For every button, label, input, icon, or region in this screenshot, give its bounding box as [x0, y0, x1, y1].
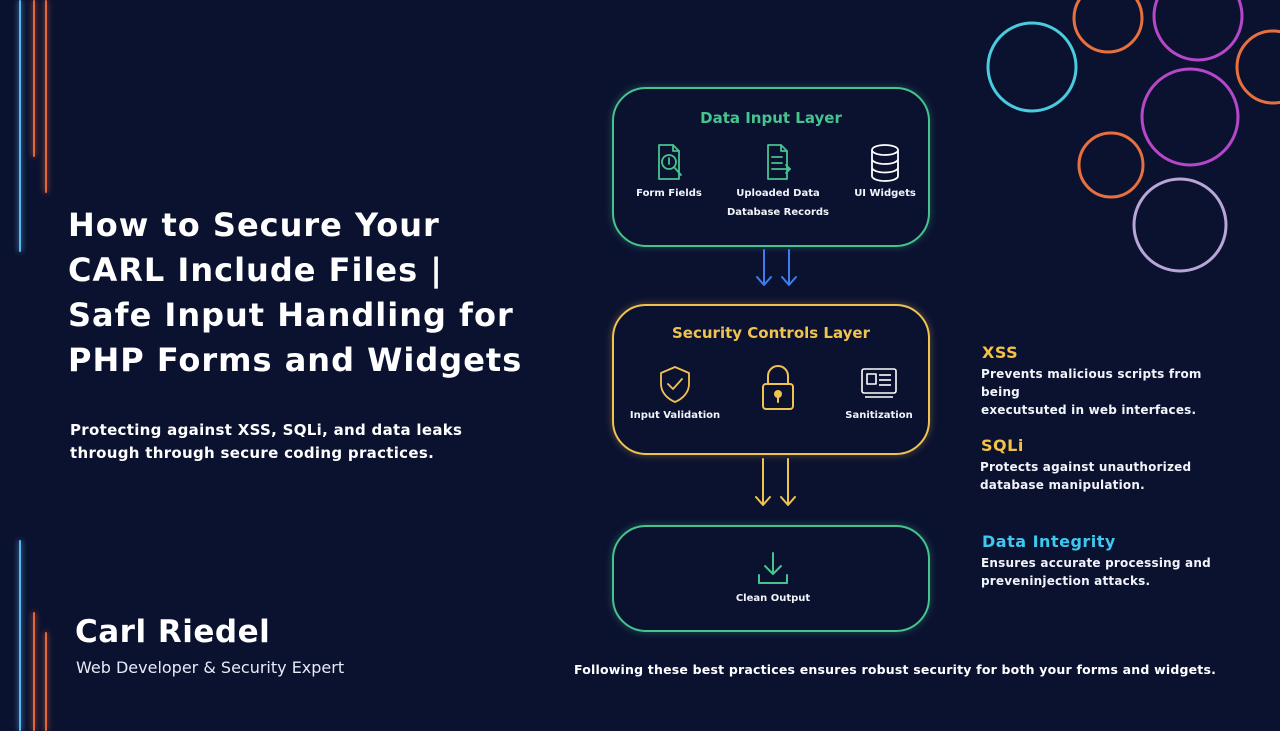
decor-line-orange-bottom-2 [45, 632, 47, 731]
item-clean-output: Clean Output [718, 549, 828, 608]
form-search-icon [658, 144, 682, 180]
benefit-text-sqli-line2: database manipulation. [980, 478, 1145, 492]
benefit-text-data-integrity: Ensures accurate processing and prevenin… [981, 554, 1241, 590]
benefit-text-xss-line2: executsuted in web interfaces. [981, 403, 1197, 417]
ui-widgets-label: UI Widgets [854, 188, 916, 199]
decor-line-cyan-top [19, 0, 21, 252]
decor-circles [986, 0, 1280, 273]
benefit-text-sqli: Protects against unauthorized database m… [980, 458, 1240, 494]
item-uploaded-data: Uploaded Data Database Records [723, 142, 833, 222]
decor-line-orange-top-2 [45, 0, 47, 193]
download-icon [758, 552, 788, 584]
author-role: Web Developer & Security Expert [76, 658, 345, 677]
benefit-text-xss: Prevents malicious scripts from being ex… [981, 365, 1241, 419]
benefit-title-data-integrity: Data Integrity [982, 532, 1116, 551]
document-arrow-icon [767, 144, 791, 180]
security-controls-layer: Security Controls Layer Input Validation… [612, 304, 930, 455]
sanitization-label: Sanitization [845, 410, 913, 421]
monitor-card-icon [861, 368, 897, 398]
benefit-title-sqli: SQLi [981, 436, 1024, 455]
benefit-text-sqli-line1: Protects against unauthorized [980, 460, 1192, 474]
security-controls-layer-title: Security Controls Layer [672, 324, 870, 342]
clean-output-label: Clean Output [735, 593, 811, 604]
database-records-label: Database Records [726, 207, 830, 218]
page-title: How to Secure Your CARL Include Files | … [68, 206, 523, 379]
benefit-text-data-integrity-line2: preveninjection attacks. [981, 574, 1151, 588]
arrows-input-to-security [756, 249, 797, 286]
data-input-layer-title: Data Input Layer [700, 109, 842, 127]
decor-line-cyan-bottom [19, 540, 21, 731]
item-form-fields: Form Fields [614, 142, 724, 203]
clean-output-layer: Clean Output [612, 525, 930, 632]
benefit-text-data-integrity-line1: Ensures accurate processing and [981, 556, 1211, 570]
item-input-validation: Input Validation [620, 364, 730, 425]
decor-line-orange-bottom-1 [33, 612, 35, 731]
decor-line-orange-top-1 [33, 0, 35, 157]
uploaded-data-label: Uploaded Data [736, 188, 820, 199]
form-fields-label: Form Fields [636, 188, 702, 199]
item-ui-widgets: UI Widgets [830, 142, 940, 203]
input-validation-label: Input Validation [629, 410, 721, 421]
data-input-layer: Data Input Layer Form Fields Uploaded Da… [612, 87, 930, 247]
benefit-title-xss: XSS [982, 343, 1019, 362]
author-name: Carl Riedel [75, 614, 271, 650]
padlock-icon [762, 365, 794, 410]
benefit-text-xss-line1: Prevents malicious scripts from being [981, 367, 1202, 399]
footer-note: Following these best practices ensures r… [574, 662, 1217, 677]
item-padlock [723, 362, 833, 412]
database-icon [871, 144, 899, 182]
arrows-security-to-output [755, 458, 796, 506]
item-sanitization: Sanitization [824, 364, 934, 425]
page-subtitle: Protecting against XSS, SQLi, and data l… [70, 421, 463, 462]
shield-check-icon [660, 366, 690, 403]
